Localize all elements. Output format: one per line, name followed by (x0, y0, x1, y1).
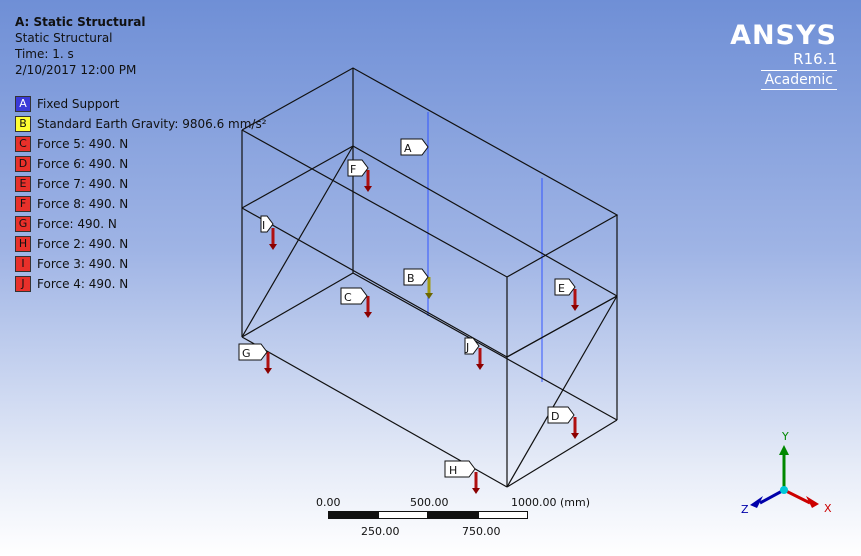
legend-label-g: Force: 490. N (37, 217, 117, 231)
legend-item-e[interactable]: E Force 7: 490. N (15, 174, 267, 194)
legend-key-h: H (15, 236, 31, 252)
legend-label-a: Fixed Support (37, 97, 120, 111)
axis-label-y: Y (781, 430, 789, 443)
legend-item-c[interactable]: C Force 5: 490. N (15, 134, 267, 154)
legend-key-f: F (15, 196, 31, 212)
scale-segment-2 (378, 511, 428, 519)
legend-item-a[interactable]: A Fixed Support (15, 94, 267, 114)
callout-h (444, 460, 476, 478)
scale-label-250: 250.00 (361, 525, 400, 538)
analysis-time: Time: 1. s (15, 47, 74, 61)
boundary-condition-legend: A Fixed Support B Standard Earth Gravity… (15, 94, 267, 294)
brand-version: R16.1 (793, 50, 837, 68)
legend-item-h[interactable]: H Force 2: 490. N (15, 234, 267, 254)
callout-e (554, 278, 576, 296)
legend-key-e: E (15, 176, 31, 192)
callout-letter-f: F (350, 163, 356, 176)
legend-item-j[interactable]: J Force 4: 490. N (15, 274, 267, 294)
scale-bar: 0.00 500.00 1000.00 (mm) 250.00 750.00 (316, 496, 616, 542)
legend-item-d[interactable]: D Force 6: 490. N (15, 154, 267, 174)
legend-key-c: C (15, 136, 31, 152)
fixed-support-lines (427, 112, 543, 382)
axis-label-z: Z (741, 503, 749, 516)
axis-triad[interactable]: Y X Z (741, 430, 832, 516)
analysis-type: Static Structural (15, 31, 113, 45)
legend-item-i[interactable]: I Force 3: 490. N (15, 254, 267, 274)
scale-label-1000: 1000.00 (mm) (511, 496, 590, 509)
axis-label-x: X (824, 502, 832, 515)
legend-item-b[interactable]: B Standard Earth Gravity: 9806.6 mm/s² (15, 114, 267, 134)
gravity-arrow (425, 277, 433, 299)
callout-c (340, 287, 368, 305)
callout-i (260, 215, 274, 233)
legend-label-d: Force 6: 490. N (37, 157, 129, 171)
frame-wireframe[interactable] (241, 67, 619, 488)
scale-label-750: 750.00 (462, 525, 501, 538)
legend-key-d: D (15, 156, 31, 172)
callout-letter-g: G (242, 347, 251, 360)
force-arrowheads (264, 186, 579, 494)
callout-letter-a: A (404, 142, 412, 155)
legend-label-c: Force 5: 490. N (37, 137, 129, 151)
legend-key-g: G (15, 216, 31, 232)
callout-b (403, 268, 429, 286)
legend-key-a: A (15, 96, 31, 112)
force-arrows (266, 170, 577, 489)
callout-tags[interactable] (238, 138, 576, 478)
scale-segment-3 (428, 511, 478, 519)
scale-segment-1 (328, 511, 378, 519)
callout-letter-e: E (558, 282, 565, 295)
callout-letter-j: J (465, 341, 469, 354)
legend-label-e: Force 7: 490. N (37, 177, 129, 191)
legend-key-j: J (15, 276, 31, 292)
legend-item-f[interactable]: F Force 8: 490. N (15, 194, 267, 214)
callout-d (547, 406, 575, 424)
legend-key-i: I (15, 256, 31, 272)
scale-segment-4 (478, 511, 528, 519)
legend-label-j: Force 4: 490. N (37, 277, 129, 291)
callout-a (400, 138, 429, 156)
analysis-date: 2/10/2017 12:00 PM (15, 63, 137, 77)
callout-j (464, 337, 480, 355)
analysis-title: A: Static Structural (15, 15, 146, 29)
callout-g (238, 343, 268, 361)
callout-letter-d: D (551, 410, 559, 423)
analysis-info: A: Static Structural Static Structural T… (15, 14, 145, 78)
legend-label-b: Standard Earth Gravity: 9806.6 mm/s² (37, 117, 267, 131)
scale-label-0: 0.00 (316, 496, 341, 509)
legend-label-h: Force 2: 490. N (37, 237, 129, 251)
legend-item-g[interactable]: G Force: 490. N (15, 214, 267, 234)
callout-letter-h: H (449, 464, 457, 477)
callout-f (347, 159, 369, 177)
ansys-logo: ANSYS R16.1 Academic (730, 22, 837, 90)
scale-label-500: 500.00 (410, 496, 449, 509)
legend-label-f: Force 8: 490. N (37, 197, 129, 211)
legend-label-i: Force 3: 490. N (37, 257, 129, 271)
brand-edition: Academic (760, 70, 837, 90)
legend-key-b: B (15, 116, 31, 132)
brand-name: ANSYS (730, 20, 837, 51)
callout-letter-c: C (344, 291, 352, 304)
callout-letters: A B C D E F G H I J (242, 142, 565, 477)
callout-letter-b: B (407, 272, 415, 285)
callout-letter-i: I (262, 219, 265, 232)
